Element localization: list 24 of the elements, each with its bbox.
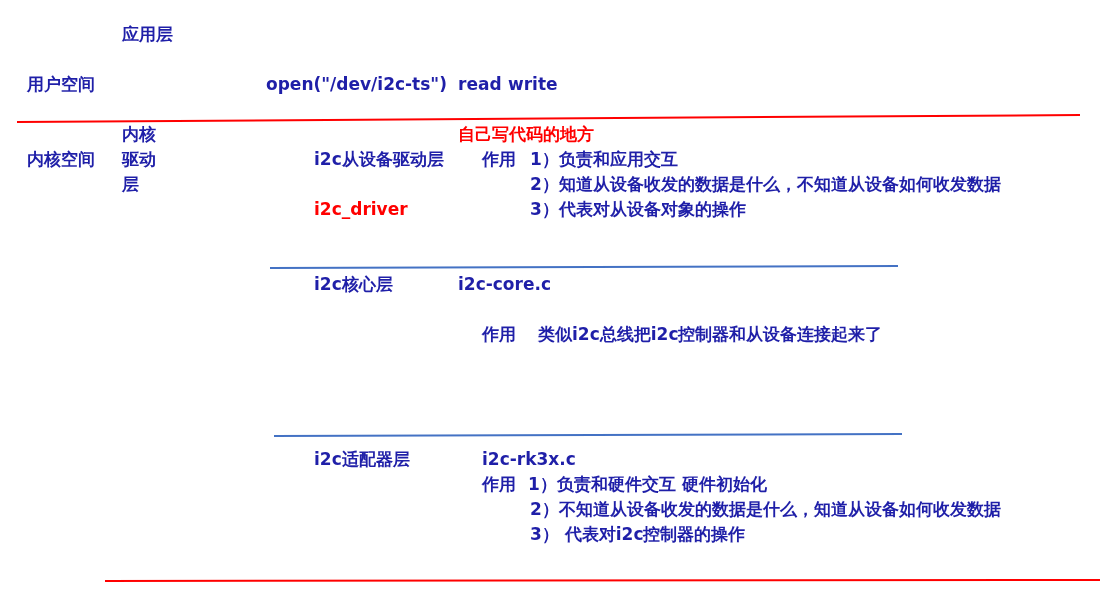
text-label: 3）代表对从设备对象的操作 (530, 198, 746, 221)
text-label: i2c核心层 (314, 273, 393, 296)
text-label: i2c-core.c (458, 273, 551, 296)
text-label: 内核空间 (27, 148, 95, 171)
text-label: i2c_driver (314, 198, 408, 221)
text-label: 类似i2c总线把i2c控制器和从设备连接起来了 (538, 323, 883, 346)
text-label: write (508, 73, 558, 96)
text-label: 自己写代码的地方 (458, 123, 594, 146)
text-label: i2c适配器层 (314, 448, 410, 471)
text-label: 3） 代表对i2c控制器的操作 (530, 523, 746, 546)
text-label: 2）知道从设备收发的数据是什么，不知道从设备如何收发数据 (530, 173, 1001, 196)
text-label: 2）不知道从设备收发的数据是什么，知道从设备如何收发数据 (530, 498, 1001, 521)
text-label: read (458, 73, 502, 96)
text-label: 作用 (482, 323, 516, 346)
text-label: i2c从设备驱动层 (314, 148, 444, 171)
text-label: 1）负责和硬件交互 硬件初始化 (528, 473, 767, 496)
text-label: i2c-rk3x.c (482, 448, 576, 471)
text-label: open("/dev/i2c-ts") (266, 73, 447, 96)
text-label: 作用 (482, 473, 516, 496)
text-label: 用户空间 (27, 73, 95, 96)
text-label: 作用 (482, 148, 516, 171)
text-label: 内核驱动层 (122, 123, 157, 196)
text-label: 应用层 (122, 23, 173, 46)
text-label: 1）负责和应用交互 (530, 148, 678, 171)
